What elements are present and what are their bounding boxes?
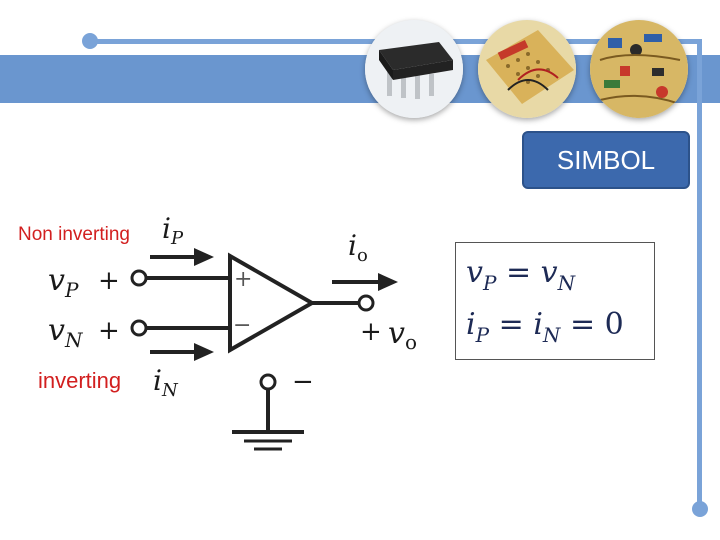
terminal-n xyxy=(130,319,148,337)
ground-minus: − xyxy=(292,367,314,397)
terminal-p xyxy=(130,269,148,287)
input-p-label: vP xyxy=(48,263,79,302)
rail-end-dot xyxy=(692,501,708,517)
current-o-label: io xyxy=(348,229,368,266)
rail-start-dot xyxy=(82,33,98,49)
output-v-label: vo xyxy=(388,316,417,354)
amp-minus-sign: − xyxy=(233,313,251,338)
non-inverting-label: Non inverting xyxy=(18,224,130,245)
amp-plus-sign: + xyxy=(234,267,252,292)
op-amp-triangle xyxy=(228,252,317,354)
assembled-circuit-board-icon xyxy=(590,20,688,118)
breadboard-circuit-icon xyxy=(478,20,576,118)
equation-current: iP = iN = 0 xyxy=(466,307,624,347)
inverting-label: inverting xyxy=(38,368,122,393)
simbol-button[interactable]: SIMBOL xyxy=(522,131,690,189)
input-p-plus: + xyxy=(98,266,120,296)
current-n-label: iN xyxy=(153,364,179,401)
breadboard-thumbnail xyxy=(478,20,576,118)
arrow-ip-head xyxy=(194,248,214,266)
input-n-plus: + xyxy=(98,316,120,346)
arrow-in-head xyxy=(194,343,214,361)
terminal-ground xyxy=(259,373,277,391)
input-n-label: vN xyxy=(48,313,84,352)
equations-box: vP = vN iP = iN = 0 xyxy=(455,242,655,360)
output-plus: + xyxy=(360,317,382,347)
right-rail xyxy=(697,39,702,507)
equation-voltage: vP = vN xyxy=(466,255,576,295)
ic-chip-icon xyxy=(365,20,463,118)
ic-chip-thumbnail xyxy=(365,20,463,118)
current-p-label: iP xyxy=(162,212,184,249)
arrow-io-head xyxy=(378,273,398,291)
terminal-out xyxy=(357,294,375,312)
circuit-board-thumbnail xyxy=(590,20,688,118)
